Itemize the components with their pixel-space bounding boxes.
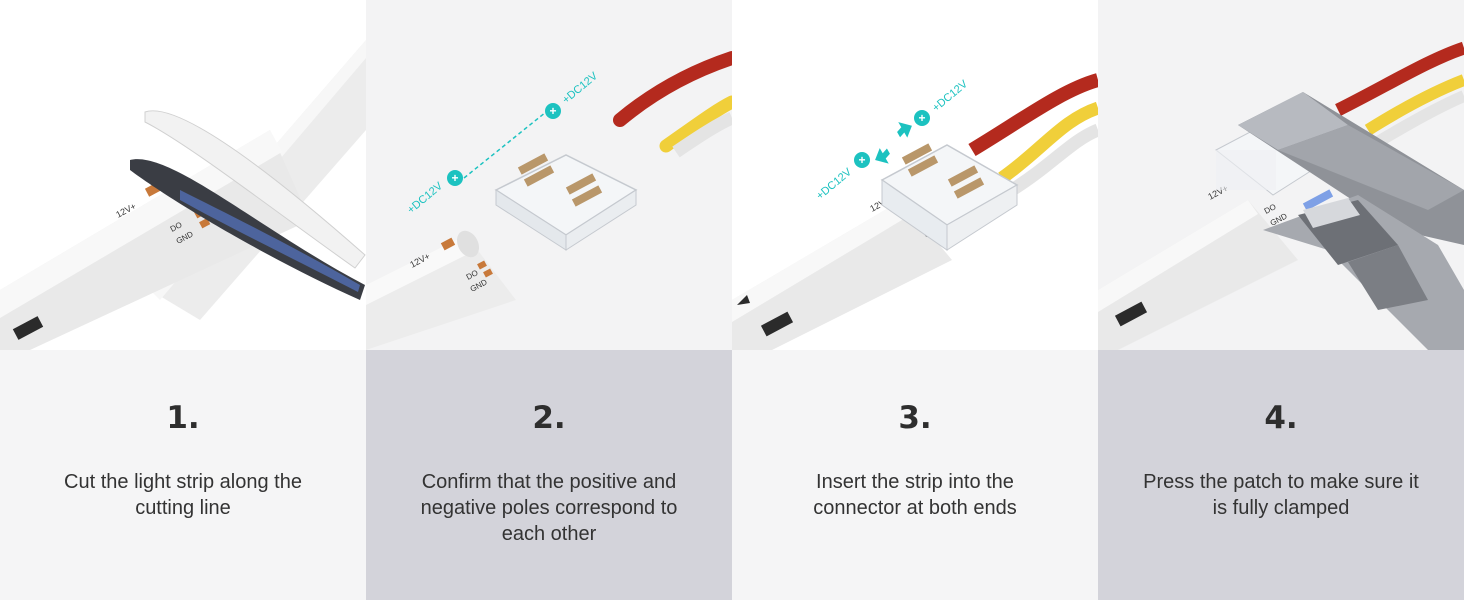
wires [1335, 41, 1464, 148]
pole-label-left: +DC12V [405, 180, 445, 217]
connector-icon [494, 153, 638, 251]
step-2-text: 2. Confirm that the positive and negativ… [366, 350, 732, 600]
pole-label-right: +DC12V [930, 78, 970, 115]
pole-label-left: +DC12V [814, 166, 854, 203]
connector-icon [880, 143, 1019, 251]
step-caption: Cut the light strip along the cutting li… [64, 471, 302, 519]
step-4-illustration: 12V+ DO GND [1098, 0, 1464, 350]
step-1-text: 1. Cut the light strip along the cutting… [0, 350, 366, 600]
svg-text:+: + [549, 104, 556, 118]
step-4-text: 4. Press the patch to make sure it is fu… [1098, 350, 1464, 600]
pliers-icon [1238, 92, 1464, 350]
direction-arrow-icon [737, 295, 750, 305]
step-number: 4. [1264, 400, 1298, 436]
step-number: 1. [166, 400, 200, 436]
step-caption: Press the patch to make sure it is fully… [1143, 471, 1419, 519]
scissors-icon [130, 110, 366, 300]
step-number: 3. [898, 400, 932, 436]
step-2-illustration: 12V+ DO GND [366, 0, 732, 350]
svg-text:+: + [918, 111, 925, 125]
step-number: 2. [532, 400, 566, 436]
step-4-panel: 12V+ DO GND [1098, 0, 1464, 600]
step-3-text: 3. Insert the strip into the connector a… [732, 350, 1098, 600]
step-2-panel: 12V+ DO GND [366, 0, 732, 600]
step-3-panel: 12V+ DO GND [732, 0, 1098, 600]
step-caption: Confirm that the positive and negative p… [420, 471, 678, 545]
wires [613, 51, 732, 158]
pole-label-right: +DC12V [560, 70, 600, 107]
svg-text:+: + [451, 171, 458, 185]
wires [968, 73, 1098, 196]
svg-text:+: + [858, 153, 865, 167]
step-caption: Insert the strip into the connector at b… [813, 471, 1017, 519]
step-1-illustration: 12V+ DO GND [0, 0, 366, 350]
label-do: DO [1263, 202, 1278, 216]
step-1-panel: 12V+ DO GND 1. Cut the light strip along… [0, 0, 366, 600]
step-3-illustration: 12V+ DO GND [732, 0, 1098, 350]
